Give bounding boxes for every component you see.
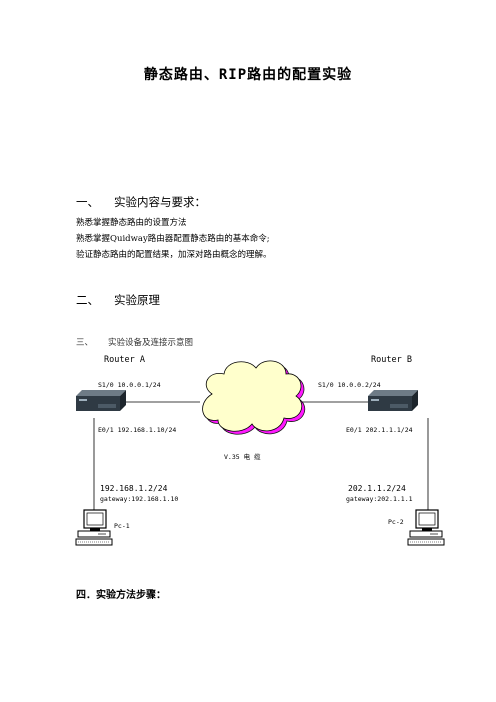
page-title: 静态路由、RIP路由的配置实验	[143, 67, 353, 83]
section-1-title: 实验内容与要求：	[114, 195, 206, 209]
router-a-ethernet-port: E0/1 192.168.1.10/24	[98, 426, 177, 434]
section-4-heading: 四．实验方法步骤：	[76, 590, 166, 601]
router-b-name: Router B	[371, 355, 412, 365]
router-a-serial-port: S1/0 10.0.0.1/24	[98, 381, 161, 389]
section-1-line-3: 验证静态路由的配置结果，加深对路由概念的理解。	[76, 250, 272, 260]
section-2-number: 二、	[76, 293, 99, 307]
router-b-serial-port: S1/0 10.0.0.2/24	[318, 381, 381, 389]
section-1-heading: 一、 实验内容与要求：	[76, 194, 206, 210]
section-2-heading: 二、 实验原理	[76, 292, 160, 308]
section-3-number: 三、	[76, 338, 94, 348]
pc-2-ip: 202.1.1.2/24	[348, 484, 406, 493]
pc-2-name: Pc-2	[388, 518, 404, 526]
section-1-line-1: 熟悉掌握静态路由的设置方法	[76, 218, 187, 228]
pc-1-gateway: gateway:192.168.1.10	[100, 495, 179, 503]
pc-2-icon	[407, 509, 445, 546]
pc-2-gateway: gateway:202.1.1.1	[346, 495, 413, 503]
pc-1-name: Pc-1	[114, 522, 130, 530]
router-a-name: Router A	[104, 355, 145, 365]
section-2-title: 实验原理	[114, 293, 160, 307]
cable-label: V.35 电 缆	[224, 453, 261, 461]
section-3-title: 实验设备及连接示意图	[108, 338, 194, 348]
router-b-icon	[368, 390, 418, 411]
network-cloud-icon	[202, 360, 306, 435]
router-b-ethernet-port: E0/1 202.1.1.1/24	[346, 426, 413, 434]
pc-1-ip: 192.168.1.2/24	[100, 484, 168, 493]
section-3-heading: 三、 实验设备及连接示意图	[76, 337, 193, 349]
section-1-number: 一、	[76, 195, 99, 209]
pc-1-icon	[75, 509, 113, 546]
section-1-line-2: 熟悉掌握Quidway路由器配置静态路由的基本命令;	[76, 234, 270, 244]
router-a-icon	[76, 390, 126, 411]
